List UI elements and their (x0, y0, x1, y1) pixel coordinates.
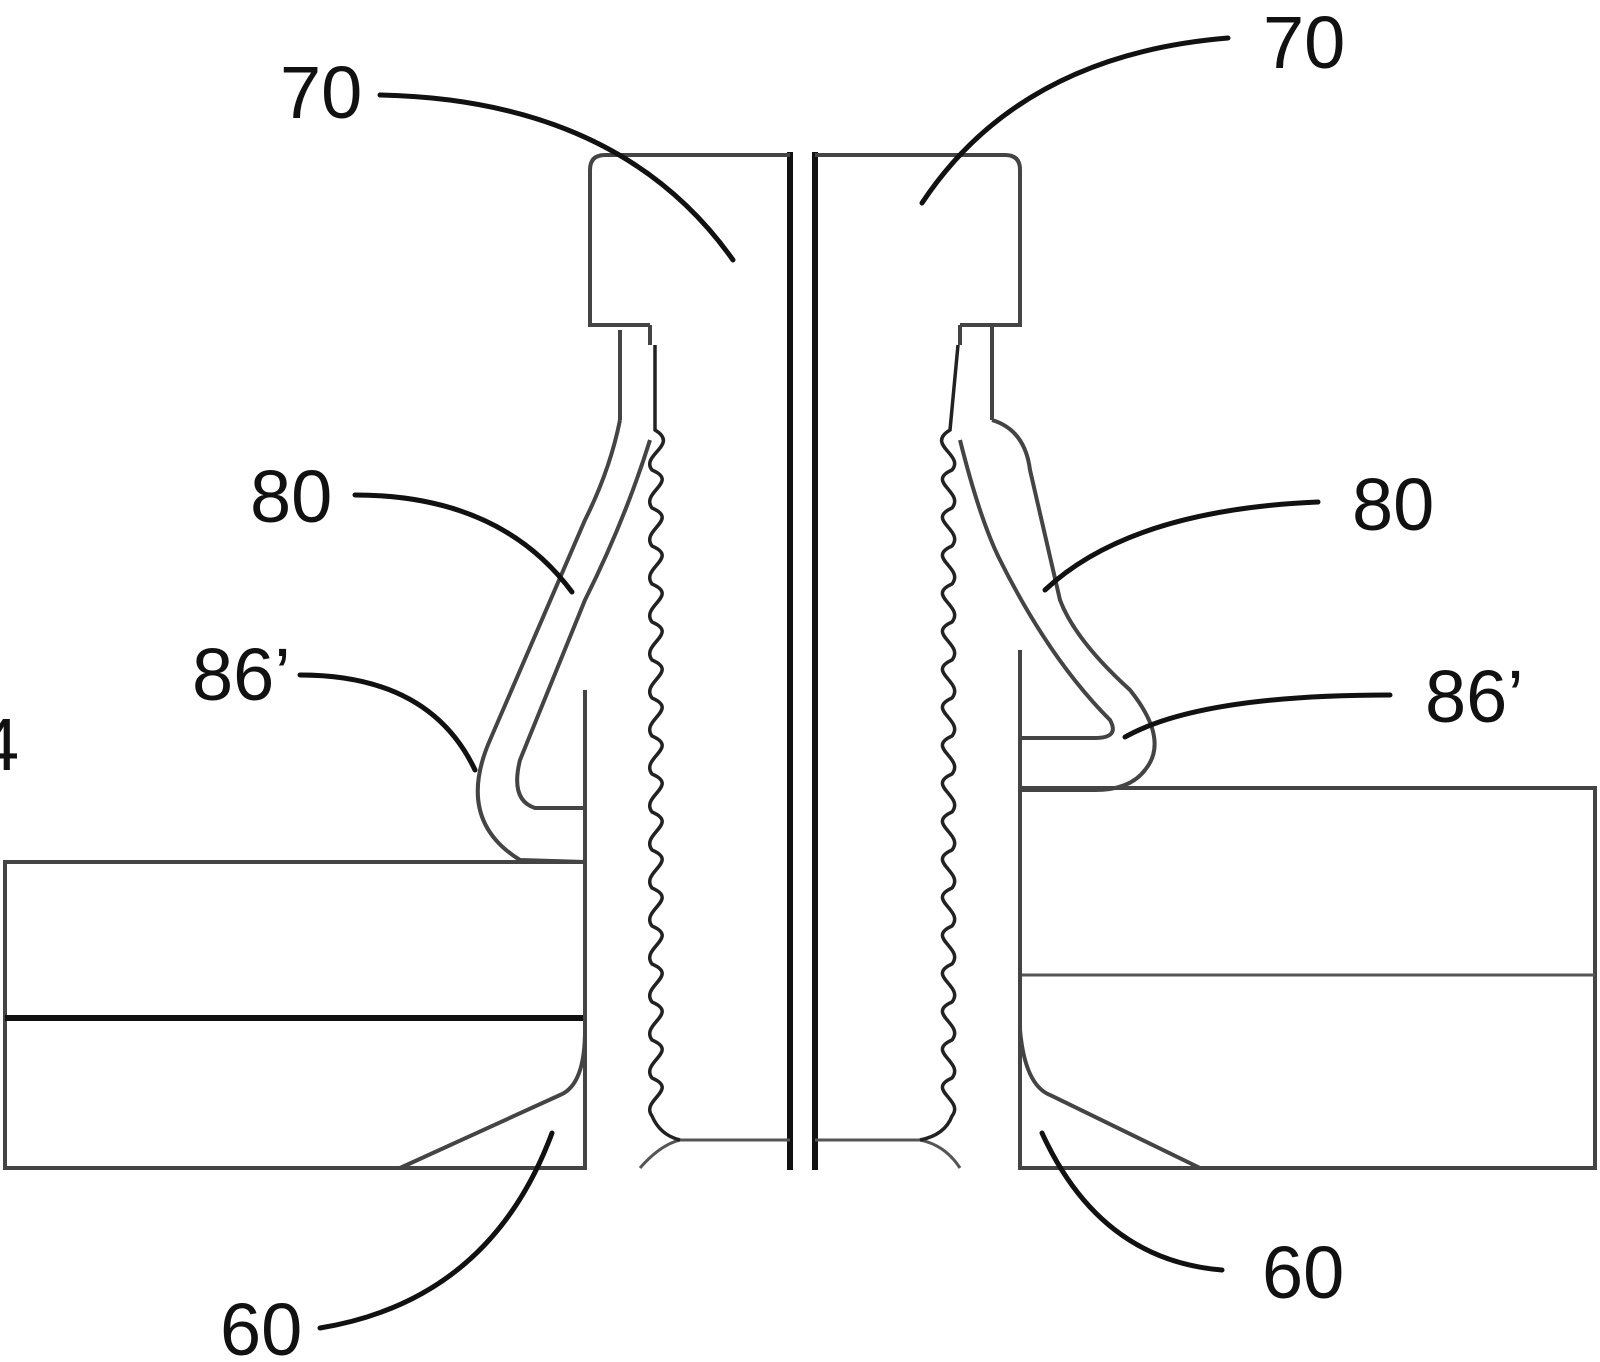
leader-right-70 (919, 35, 1231, 206)
left-assembly (3, 152, 793, 1170)
reference-labels: 70 70 80 80 86’ 86’ 60 60 ) 4 (0, 1, 1524, 1362)
right-block (1018, 786, 1597, 1170)
left-base-inner (638, 1138, 790, 1169)
label-right-80: 80 (1352, 463, 1434, 546)
left-neck (618, 325, 652, 420)
right-base-flare (1018, 1029, 1201, 1170)
left-clip-arm-inner (515, 439, 652, 810)
left-cap (588, 153, 790, 327)
label-right-70: 70 (1263, 1, 1345, 84)
right-clip-arm-inner (958, 439, 1115, 740)
leader-left-70 (377, 92, 736, 263)
left-thread (648, 345, 681, 1142)
leader-left-80 (352, 492, 575, 595)
right-base-inner (815, 1138, 962, 1169)
right-thread (919, 344, 960, 1142)
label-edge-mid: 4 (0, 703, 19, 786)
leader-right-86 (1122, 692, 1393, 740)
right-assembly (812, 152, 1597, 1170)
left-clip-arm (475, 419, 622, 864)
left-base-flare (399, 1029, 587, 1170)
leader-lines (297, 35, 1393, 1331)
leader-left-86 (297, 672, 478, 773)
right-neck (958, 325, 994, 420)
right-clip-arm (991, 418, 1157, 792)
label-left-80: 80 (250, 455, 332, 538)
leader-right-80 (1042, 499, 1321, 593)
label-left-86: 86’ (192, 633, 291, 716)
label-right-60: 60 (1262, 1231, 1344, 1314)
leader-right-60 (1039, 1130, 1225, 1273)
label-left-70: 70 (280, 51, 362, 134)
label-left-60: 60 (220, 1288, 302, 1362)
leader-left-60 (317, 1130, 555, 1331)
label-edge-top: ) (0, 98, 3, 181)
right-cap (815, 153, 1022, 327)
label-right-86: 86’ (1425, 655, 1524, 738)
